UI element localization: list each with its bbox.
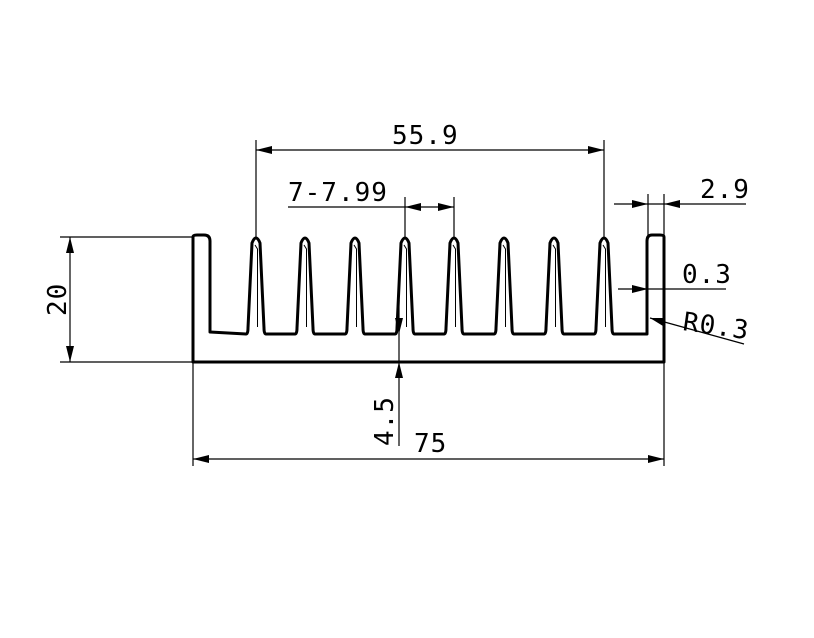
dimension-overall-width: 75 [192, 362, 665, 466]
dimension-height: 20 [43, 236, 193, 363]
fin-7 [552, 244, 556, 327]
top-span-label: 55.9 [392, 121, 459, 151]
base-thickness-label: 4.5 [370, 396, 400, 446]
overall-width-label: 75 [414, 429, 447, 459]
dimension-base-thickness: 4.5 [370, 300, 403, 446]
height-label: 20 [43, 283, 73, 316]
fin-tip-label: 2.9 [700, 175, 750, 205]
dimension-fin-gap: 0.3 [618, 260, 732, 293]
profile-outline [191, 233, 666, 364]
dimension-fin-tip: 2.9 [614, 175, 750, 238]
fin-pitch-label: 7-7.99 [288, 178, 388, 208]
heatsink-profile [191, 233, 666, 364]
radius-label: R0.3 [681, 307, 751, 346]
fin-3 [353, 244, 357, 327]
fin-1 [254, 244, 258, 327]
fin-2 [303, 244, 307, 327]
fin-8 [602, 244, 606, 327]
dimension-top-span: 55.9 [255, 121, 605, 238]
fin-gap-label: 0.3 [682, 260, 732, 290]
fin-6 [502, 244, 506, 327]
fin-5 [452, 244, 456, 327]
fin-4 [403, 244, 407, 327]
dimension-fin-pitch: 7-7.99 [288, 178, 455, 238]
